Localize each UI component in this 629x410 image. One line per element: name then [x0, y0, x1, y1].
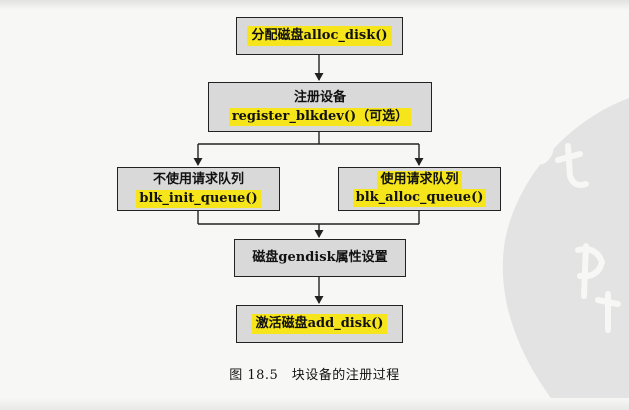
add-disk-box: 激活磁盘add_disk() [236, 305, 403, 343]
add-disk-label: 激活磁盘add_disk() [251, 314, 388, 334]
register-device-title: 注册设备 [293, 90, 346, 106]
page-top-strip [0, 0, 629, 10]
figure-caption: 图 18.5 块设备的注册过程 [229, 368, 400, 383]
request-queue-title: 使用请求队列 [377, 171, 462, 189]
register-blkdev-call: register_blkdev()（可选） [228, 108, 412, 126]
no-request-queue-box: 不使用请求队列 blk_init_queue() [117, 167, 280, 211]
no-request-queue-title: 不使用请求队列 [152, 172, 244, 188]
alloc-disk-box: 分配磁盘alloc_disk() [236, 17, 403, 55]
blk-init-queue-call: blk_init_queue() [136, 190, 261, 208]
blk-alloc-queue-call: blk_alloc_queue() [352, 189, 487, 207]
request-queue-box: 使用请求队列 blk_alloc_queue() [338, 167, 501, 211]
gendisk-attributes-box: 磁盘gendisk属性设置 [234, 239, 406, 277]
register-device-box: 注册设备 register_blkdev()（可选） [208, 82, 432, 132]
page-bottom-strip [0, 398, 629, 410]
gendisk-attributes-label: 磁盘gendisk属性设置 [252, 250, 388, 266]
alloc-disk-label: 分配磁盘alloc_disk() [247, 26, 392, 46]
